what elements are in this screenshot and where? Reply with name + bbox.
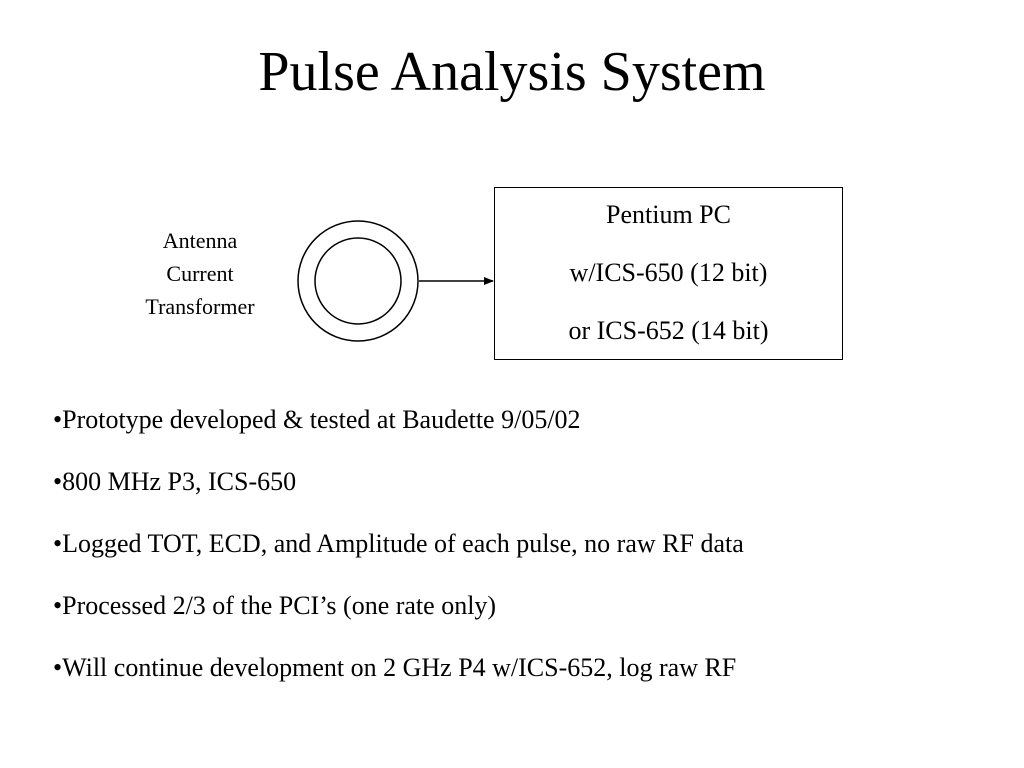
bullet-marker: • (53, 591, 63, 620)
pc-box-line: Pentium PC (606, 200, 731, 229)
pc-box-line: w/ICS-650 (12 bit) (569, 258, 768, 287)
bullet-item: •Processed 2/3 of the PCI’s (one rate on… (53, 590, 744, 652)
pentium-pc-box: Pentium PC w/ICS-650 (12 bit) or ICS-652… (494, 187, 843, 360)
bullet-item: •Logged TOT, ECD, and Amplitude of each … (53, 528, 744, 590)
bullet-marker: • (53, 467, 63, 496)
antenna-label: Antenna Current Transformer (120, 224, 280, 323)
bullet-text: Will continue development on 2 GHz P4 w/… (62, 653, 737, 682)
antenna-label-line: Antenna (162, 228, 238, 253)
antenna-label-line: Transformer (145, 294, 255, 319)
bullet-marker: • (53, 653, 63, 682)
bullet-marker: • (53, 405, 63, 434)
bullet-item: •800 MHz P3, ICS-650 (53, 466, 744, 528)
bullet-text: Processed 2/3 of the PCI’s (one rate onl… (62, 591, 497, 620)
bullet-item: •Will continue development on 2 GHz P4 w… (53, 652, 744, 714)
bullet-text: Prototype developed & tested at Baudette… (62, 405, 581, 434)
pc-box-line: or ICS-652 (14 bit) (568, 316, 769, 345)
bullet-text: 800 MHz P3, ICS-650 (62, 467, 297, 496)
transformer-inner-ring (314, 237, 402, 325)
bullet-item: •Prototype developed & tested at Baudett… (53, 404, 744, 466)
bullet-list: •Prototype developed & tested at Baudett… (53, 404, 744, 714)
bullet-marker: • (53, 529, 63, 558)
antenna-label-line: Current (166, 261, 234, 286)
bullet-text: Logged TOT, ECD, and Amplitude of each p… (62, 529, 744, 558)
transformer-outer-ring (297, 220, 419, 342)
slide-title: Pulse Analysis System (258, 41, 766, 103)
